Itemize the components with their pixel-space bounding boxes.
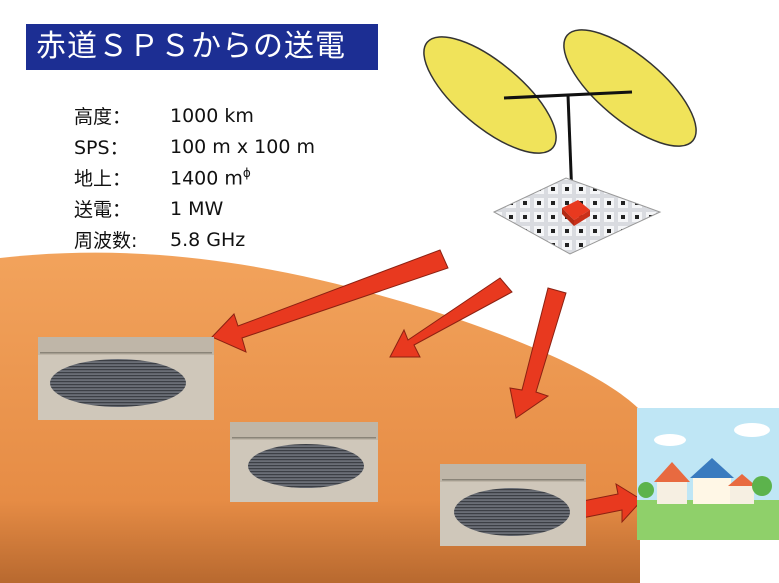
spec-superscript: ϕ	[242, 165, 251, 180]
house-scene-icon	[637, 408, 779, 540]
spec-value: 1400 m	[170, 167, 243, 190]
spec-value: 100 m x 100 m	[170, 135, 315, 158]
spec-label: 地上：	[74, 168, 132, 190]
spec-row-frequency: 周波数: 5.8 GHz	[74, 224, 315, 255]
spec-value: 5.8 GHz	[170, 228, 246, 251]
spec-value: 1 MW	[170, 197, 224, 220]
rectenna-photo	[230, 422, 378, 502]
rectenna-photo	[38, 337, 214, 420]
spec-row-ground: 地上： 1400 mϕ	[74, 162, 315, 193]
spec-label: 高度：	[74, 106, 132, 128]
spec-list: 高度： 1000 km SPS： 100 m x 100 m 地上： 1400 …	[74, 100, 315, 255]
spec-row-sps-size: SPS： 100 m x 100 m	[74, 131, 315, 162]
beam-arrow-middle-icon	[389, 277, 513, 358]
spec-value: 1000 km	[170, 104, 254, 127]
solar-panel-left-icon	[423, 36, 557, 154]
solar-panel-right-icon	[563, 29, 697, 147]
spec-label: 送電：	[74, 199, 132, 221]
rectenna-photo	[440, 464, 586, 546]
slide-title: 赤道ＳＰＳからの送電	[26, 24, 378, 70]
satellite-icon	[423, 29, 697, 255]
beam-arrow-left-icon	[211, 249, 449, 353]
beam-arrow-right-icon	[509, 287, 567, 419]
spec-row-altitude: 高度： 1000 km	[74, 100, 315, 131]
spec-row-power: 送電： 1 MW	[74, 193, 315, 224]
spec-label: 周波数:	[74, 230, 138, 252]
spec-value-with-sup: 1400 mϕ	[170, 166, 251, 189]
beam-arrow-to-houses-icon	[577, 482, 643, 524]
spec-label: SPS：	[74, 137, 129, 159]
